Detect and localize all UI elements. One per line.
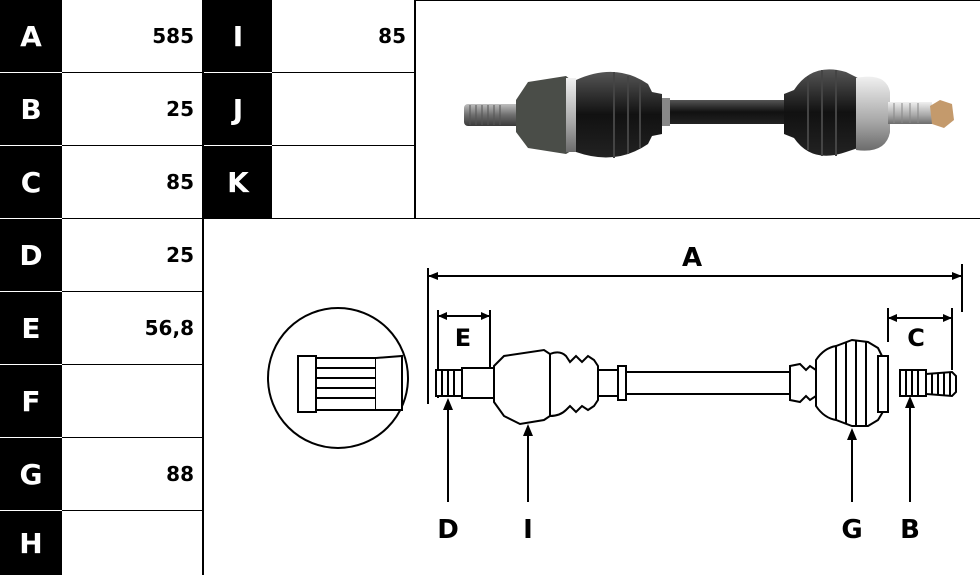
label-k: K xyxy=(204,146,272,218)
dimension-a-label: A xyxy=(682,243,702,273)
value-h xyxy=(62,511,202,575)
nut xyxy=(930,100,954,128)
label-d: D xyxy=(0,219,62,291)
callout-b-label: B xyxy=(900,515,920,545)
value-a: 585 xyxy=(62,0,202,72)
left-spline xyxy=(464,104,522,126)
technical-diagram: A E C D I G B xyxy=(267,243,963,545)
outer-boot-drawing xyxy=(815,338,885,427)
inner-boot-drawing xyxy=(549,351,599,418)
value-d: 25 xyxy=(62,219,202,291)
grid-divider xyxy=(272,145,414,146)
callout-g-label: G xyxy=(841,515,862,545)
callout-d-label: D xyxy=(437,515,459,545)
value-c: 85 xyxy=(62,146,202,218)
value-g: 88 xyxy=(62,438,202,510)
grid-divider xyxy=(62,510,202,511)
product-photo xyxy=(464,69,954,158)
value-j xyxy=(272,73,414,145)
dimension-e-label: E xyxy=(455,324,471,352)
grid-divider xyxy=(272,72,414,73)
value-f xyxy=(62,365,202,437)
callout-i-label: I xyxy=(523,515,533,545)
inner-joint-drawing xyxy=(493,348,551,426)
label-j: J xyxy=(204,73,272,145)
grid-divider xyxy=(62,145,202,146)
value-b: 25 xyxy=(62,73,202,145)
shaft-drawing xyxy=(625,371,791,395)
grid-divider xyxy=(62,291,202,292)
grid-divider xyxy=(202,0,204,575)
shaft xyxy=(662,100,784,124)
inner-boot xyxy=(576,71,662,158)
grid-divider xyxy=(62,218,202,219)
value-k xyxy=(272,146,414,218)
label-i: I xyxy=(204,0,272,72)
label-b: B xyxy=(0,73,62,145)
dimension-c-label: C xyxy=(907,324,925,352)
label-e: E xyxy=(0,292,62,364)
label-c: C xyxy=(0,146,62,218)
label-a: A xyxy=(0,0,62,72)
label-g: G xyxy=(0,438,62,510)
outer-joint xyxy=(856,76,890,151)
grid-divider xyxy=(62,72,202,73)
inner-joint-housing xyxy=(516,76,576,154)
grid-divider xyxy=(204,218,980,219)
label-f: F xyxy=(0,365,62,437)
grid-divider xyxy=(62,364,202,365)
abs-ring-drawing xyxy=(877,355,889,413)
grid-divider xyxy=(414,0,416,219)
value-e: 56,8 xyxy=(62,292,202,364)
label-h: H xyxy=(0,511,62,575)
value-i: 85 xyxy=(272,0,414,72)
grid-divider xyxy=(414,0,980,1)
spline-detail-circle xyxy=(267,307,409,449)
grid-divider xyxy=(62,437,202,438)
